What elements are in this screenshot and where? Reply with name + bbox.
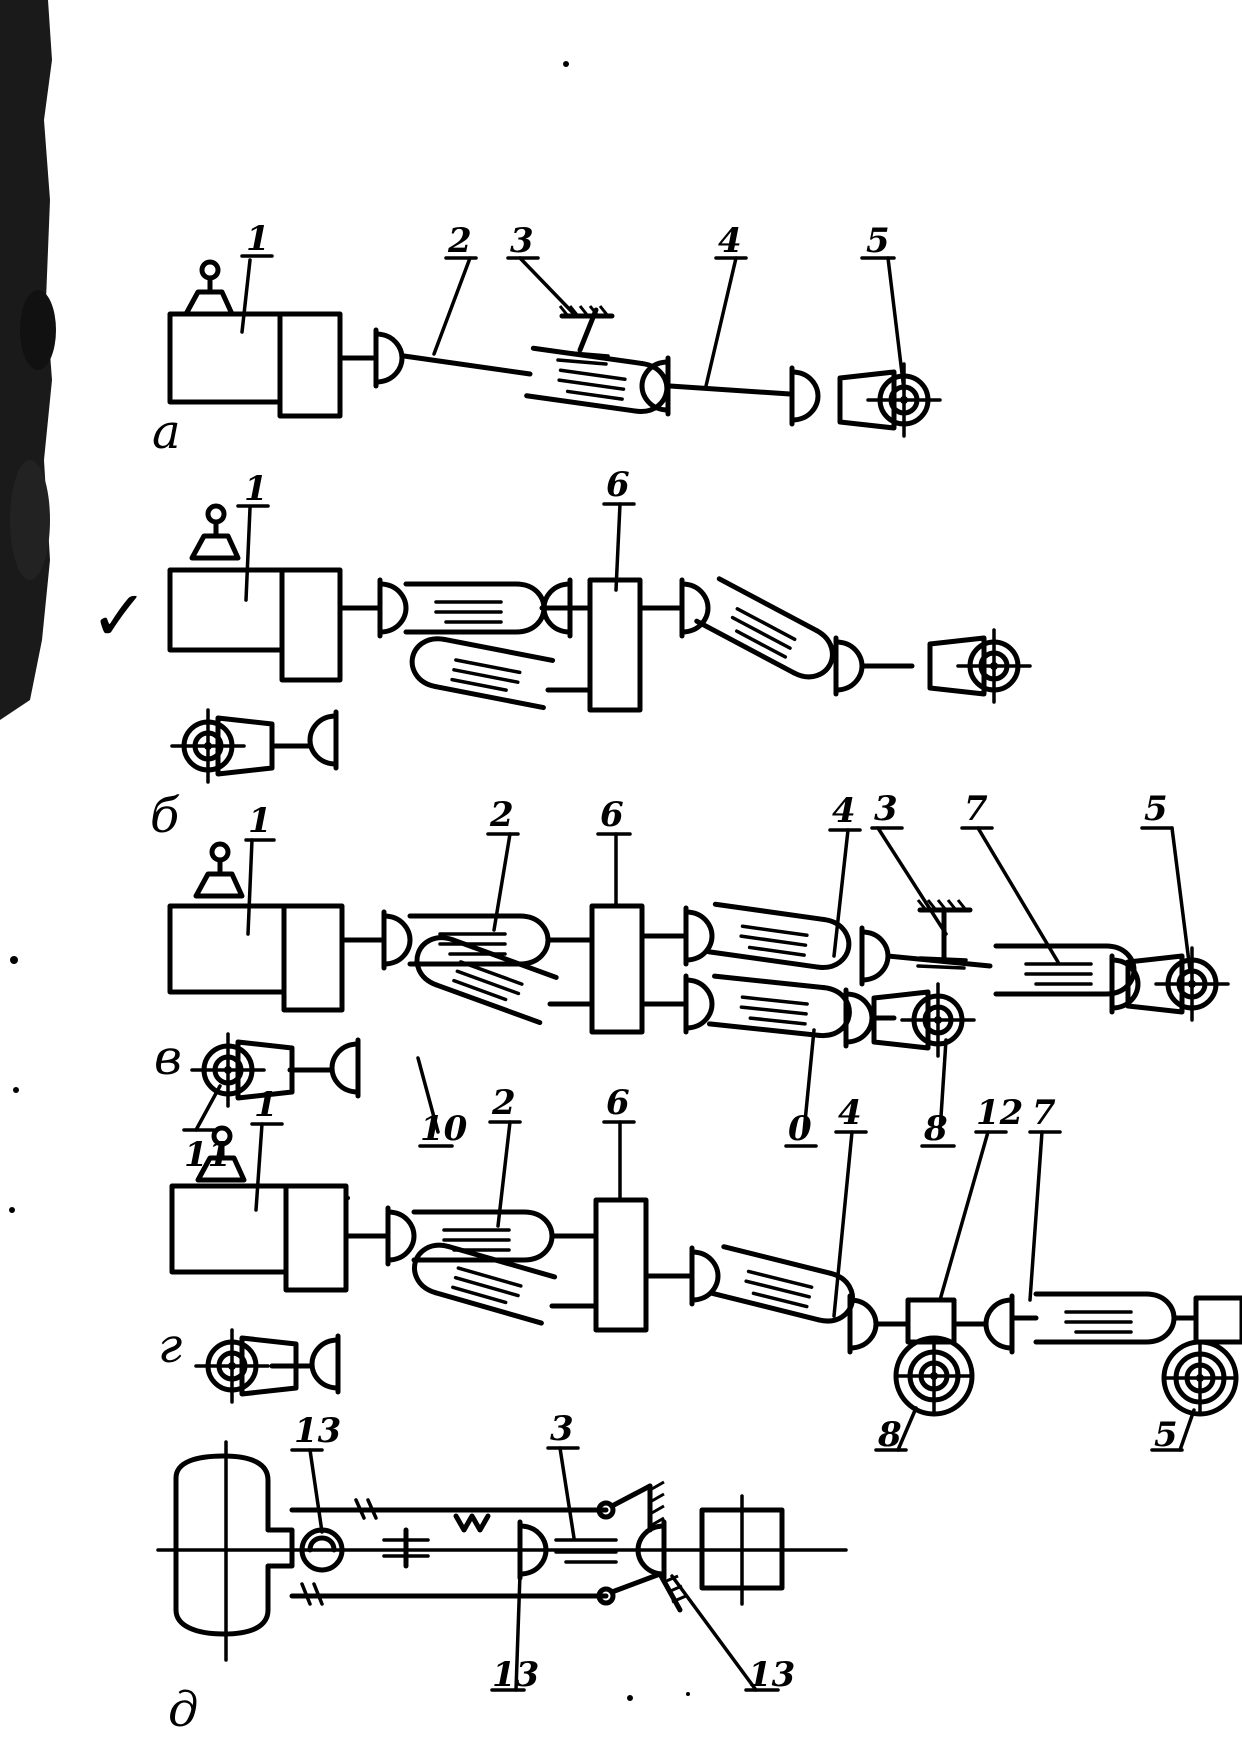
engine-block <box>169 1183 289 1275</box>
engine-block <box>167 567 285 653</box>
callout-5: 5 <box>866 221 890 261</box>
callout-10: 10 <box>420 1109 468 1149</box>
scheme-label-v: в <box>154 1030 182 1086</box>
gearbox <box>279 567 343 683</box>
scheme-label-a: а <box>152 404 181 460</box>
gearbox <box>283 1183 349 1293</box>
callout-0: 0 <box>788 1109 812 1149</box>
callout-4: 4 <box>832 791 856 831</box>
engine-block <box>167 311 283 405</box>
scheme-g: 1 2 6 4 12 7 8 5 г <box>158 1083 1242 1455</box>
callout-12: 12 <box>976 1093 1023 1133</box>
callout-1: 1 <box>246 219 270 259</box>
callout-2: 2 <box>489 795 514 835</box>
scheme-label-g: г <box>158 1318 182 1374</box>
callout-7: 7 <box>964 789 988 829</box>
scheme-d: 13 3 13 13 д <box>156 1409 848 1738</box>
callout-13c: 13 <box>748 1655 795 1695</box>
scheme-v: 1 2 6 4 3 7 5 11 10 0 8 в <box>154 789 1228 1175</box>
transfer-case <box>587 577 643 713</box>
callout-6: 6 <box>606 1083 630 1123</box>
transfer-case <box>593 1197 649 1333</box>
scheme-label-d: д <box>168 1682 198 1738</box>
transfer-case <box>589 903 645 1035</box>
engine-outline <box>173 1453 295 1637</box>
callout-6: 6 <box>606 465 630 505</box>
callout-4: 4 <box>838 1093 862 1133</box>
callout-2: 2 <box>491 1083 516 1123</box>
callout-1: 1 <box>244 469 268 509</box>
callout-3: 3 <box>874 789 898 829</box>
gearbox <box>277 311 343 419</box>
callout-5: 5 <box>1144 789 1168 829</box>
callout-3: 3 <box>550 1409 574 1449</box>
callout-3: 3 <box>510 221 534 261</box>
callout-1: 1 <box>254 1085 278 1125</box>
callout-1: 1 <box>248 801 272 841</box>
scheme-a: 1 2 3 4 5 а <box>152 219 940 460</box>
callout-13b: 13 <box>492 1655 539 1695</box>
callout-8: 8 <box>877 1415 902 1455</box>
scheme-b: 1 6 б <box>150 465 1030 844</box>
rear-axle-reducer <box>1193 1295 1242 1345</box>
callout-7: 7 <box>1032 1093 1056 1133</box>
check-mark: ✓ <box>90 575 149 657</box>
callout-4: 4 <box>718 221 742 261</box>
scheme-label-b: б <box>150 788 180 844</box>
callout-5: 5 <box>1154 1415 1178 1455</box>
callout-13: 13 <box>294 1411 341 1451</box>
mid-axle-reducer <box>905 1297 957 1345</box>
gearbox <box>281 903 345 1013</box>
callout-2: 2 <box>447 221 472 261</box>
engine-block <box>167 903 287 995</box>
callout-6: 6 <box>600 795 624 835</box>
callout-8: 8 <box>923 1109 948 1149</box>
margin-smudge <box>0 0 569 1213</box>
